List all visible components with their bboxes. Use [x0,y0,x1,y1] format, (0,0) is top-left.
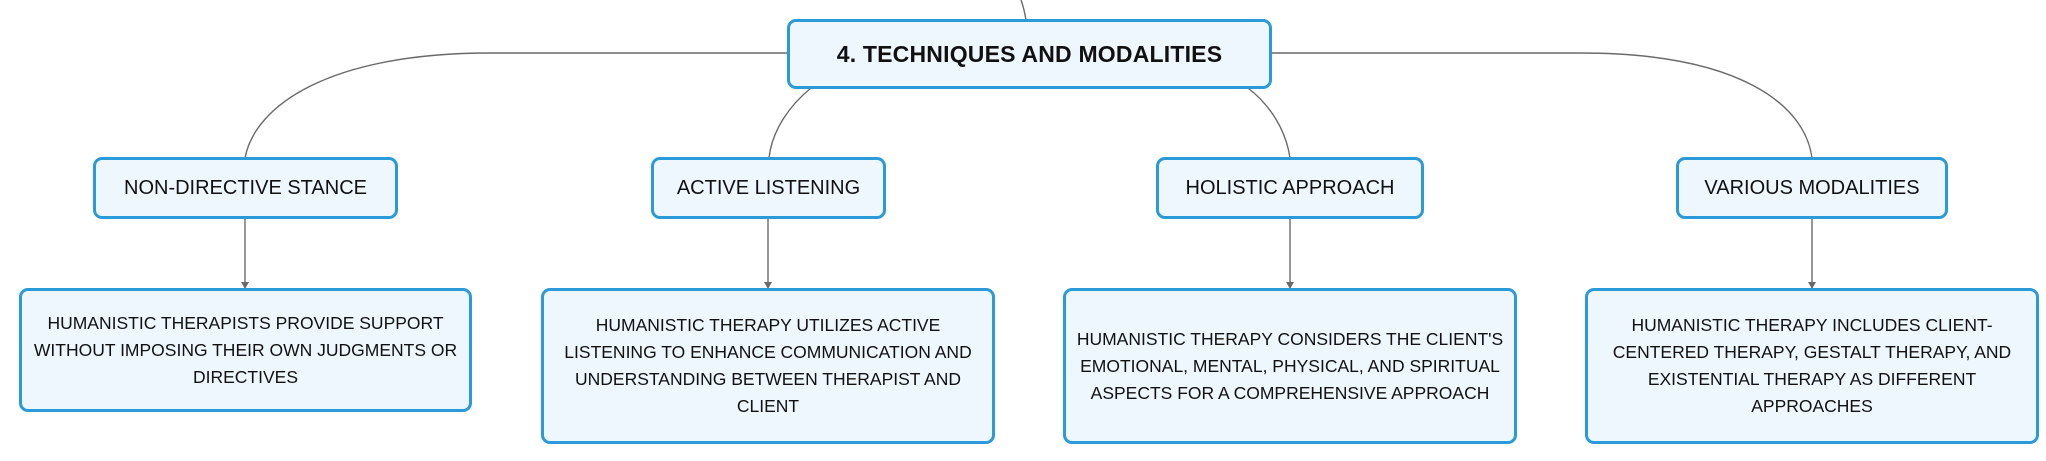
detail-text: HUMANISTIC THERAPY UTILIZES ACTIVE LISTE… [564,315,972,416]
detail-node-various-modalities[interactable]: HUMANISTIC THERAPY INCLUDES CLIENT-CENTE… [1585,288,2039,444]
root-node[interactable]: 4. TECHNIQUES AND MODALITIES [787,19,1272,89]
branch-label: HOLISTIC APPROACH [1185,176,1395,199]
arrowhead [1808,282,1816,289]
branch-label: NON-DIRECTIVE STANCE [124,176,367,199]
detail-text: HUMANISTIC THERAPISTS PROVIDE SUPPORT WI… [33,312,458,387]
detail-node-holistic-approach[interactable]: HUMANISTIC THERAPY CONSIDERS THE CLIENT'… [1063,288,1517,444]
branch-node-active-listening[interactable]: ACTIVE LISTENING [651,157,886,219]
root-label: 4. TECHNIQUES AND MODALITIES [836,40,1223,67]
arrowheads [241,282,1816,289]
connector-root-to-non-directive-stance [244,52,788,159]
detail-text: HUMANISTIC THERAPY CONSIDERS THE CLIENT'… [1076,328,1504,403]
detail-node-non-directive-stance[interactable]: HUMANISTIC THERAPISTS PROVIDE SUPPORT WI… [19,288,472,412]
branch-label: VARIOUS MODALITIES [1704,176,1920,199]
connector-root-to-active-listening [768,87,812,159]
connector-root-to-various-modalities [1271,52,1813,159]
arrowhead [764,282,772,289]
connector-root-to-holistic-approach [1247,87,1291,159]
arrowhead [1286,282,1294,289]
parent-connector [1020,0,1027,21]
branch-node-various-modalities[interactable]: VARIOUS MODALITIES [1676,157,1948,219]
detail-text: HUMANISTIC THERAPY INCLUDES CLIENT-CENTE… [1612,315,2012,416]
branch-node-non-directive-stance[interactable]: NON-DIRECTIVE STANCE [93,157,398,219]
arrowhead [241,282,249,289]
branch-label: ACTIVE LISTENING [676,176,861,199]
branch-node-holistic-approach[interactable]: HOLISTIC APPROACH [1156,157,1424,219]
detail-node-active-listening[interactable]: HUMANISTIC THERAPY UTILIZES ACTIVE LISTE… [541,288,995,444]
